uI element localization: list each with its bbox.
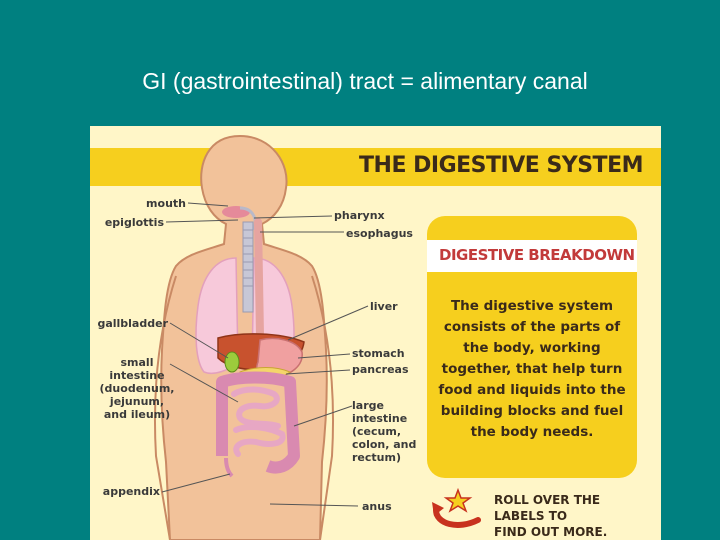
label-pancreas[interactable]: pancreas xyxy=(352,363,409,376)
trachea xyxy=(242,221,254,313)
digestive-breakdown-box: DIGESTIVE BREAKDOWN The digestive system… xyxy=(427,216,637,478)
banner-title: THE DIGESTIVE SYSTEM xyxy=(359,153,643,178)
leader-lines xyxy=(161,202,369,507)
appendix xyxy=(224,457,234,478)
slide-title: GI (gastrointestinal) tract = alimentary… xyxy=(142,68,588,94)
label-stomach[interactable]: stomach xyxy=(352,347,405,360)
label-epiglottis[interactable]: epiglottis xyxy=(104,216,164,229)
label-mouth[interactable]: mouth xyxy=(146,197,186,210)
star-arrow-icon xyxy=(432,488,481,528)
label-gallbladder[interactable]: gallbladder xyxy=(97,317,168,330)
gallbladder xyxy=(224,351,240,373)
title-banner: THE DIGESTIVE SYSTEM xyxy=(90,148,661,186)
label-appendix[interactable]: appendix xyxy=(102,485,160,498)
label-small-intestine[interactable]: small intestine (duodenum, jejunum, and … xyxy=(99,356,175,421)
label-liver[interactable]: liver xyxy=(370,300,398,313)
label-pharynx[interactable]: pharynx xyxy=(334,209,385,222)
digestive-system-panel: THE DIGESTIVE SYSTEM xyxy=(90,126,661,540)
label-anus[interactable]: anus xyxy=(362,500,392,513)
label-large-intestine[interactable]: large intestine (cecum, colon, and rectu… xyxy=(352,399,417,464)
box-heading: DIGESTIVE BREAKDOWN xyxy=(439,246,635,264)
box-heading-strip: DIGESTIVE BREAKDOWN xyxy=(427,240,637,272)
label-esophagus[interactable]: esophagus xyxy=(346,227,413,240)
small-intestine xyxy=(231,386,286,457)
body-illustration xyxy=(154,134,369,540)
box-body-text: The digestive system consists of the par… xyxy=(438,298,626,440)
esophagus xyxy=(254,218,264,340)
rollover-text: ROLL OVER THE LABELS TO FIND OUT MORE. xyxy=(494,493,608,539)
large-intestine xyxy=(216,371,300,474)
